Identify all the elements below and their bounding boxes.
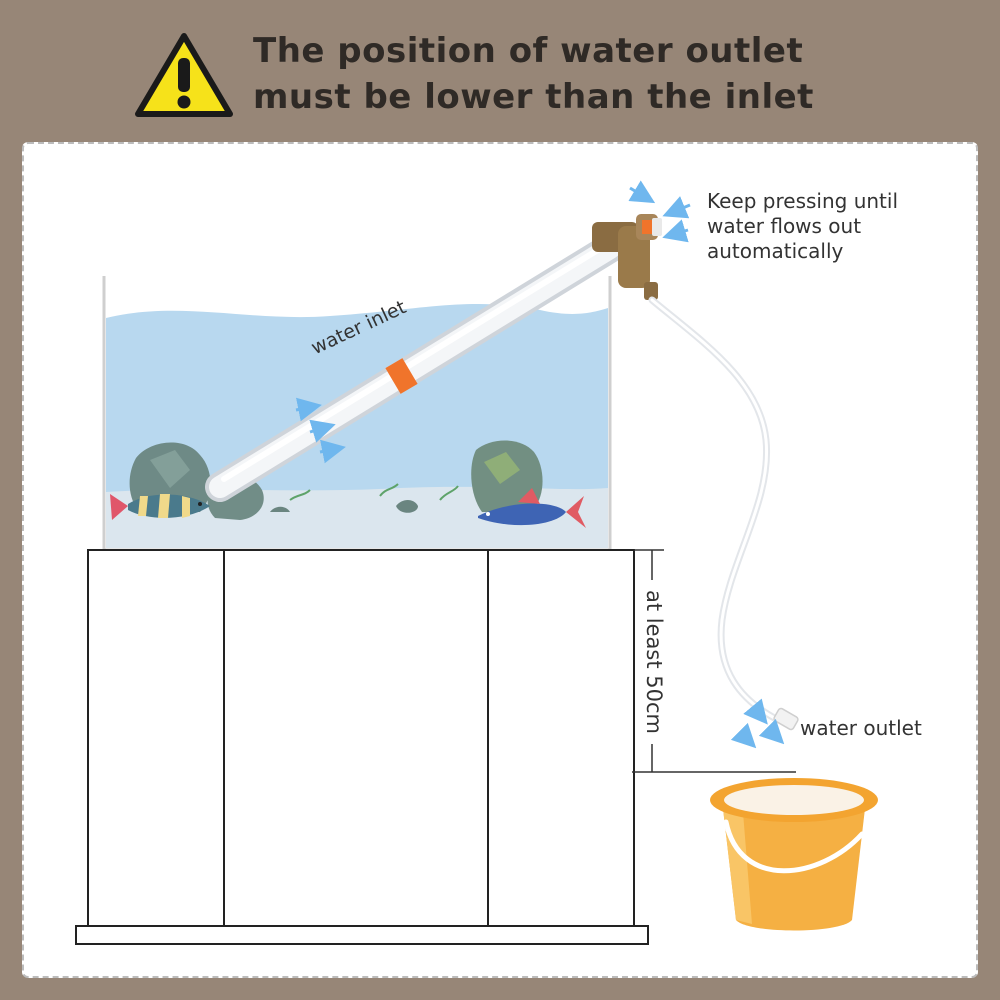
press-arrows bbox=[628, 180, 691, 243]
outlet-hose bbox=[648, 296, 782, 724]
instruction-note: Keep pressing until water flows out auto… bbox=[707, 189, 898, 264]
headline-line-1: The position of water outlet bbox=[253, 31, 804, 71]
bucket bbox=[710, 778, 878, 931]
note-line-1: Keep pressing until bbox=[707, 189, 898, 213]
water-outlet-label: water outlet bbox=[800, 716, 922, 740]
outlet-nozzle bbox=[773, 707, 799, 731]
header: The position of water outlet must be low… bbox=[0, 0, 1000, 140]
height-measurement bbox=[632, 549, 796, 773]
headline-line-2: must be lower than the inlet bbox=[253, 77, 814, 117]
aquarium-rocks bbox=[129, 440, 543, 520]
cabinet bbox=[75, 549, 649, 945]
fish-blue bbox=[478, 488, 586, 528]
siphon-tube bbox=[205, 233, 625, 502]
outlet-arrows bbox=[730, 698, 785, 749]
aquarium-plants bbox=[289, 483, 459, 501]
note-line-3: automatically bbox=[707, 239, 844, 263]
note-line-2: water flows out bbox=[707, 214, 862, 238]
inlet-arrows bbox=[295, 397, 346, 464]
headline: The position of water outlet must be low… bbox=[253, 28, 973, 120]
warning-icon bbox=[135, 33, 233, 117]
pump-head bbox=[592, 214, 662, 300]
fish-striped bbox=[110, 494, 210, 520]
height-label: at least 50cm bbox=[642, 590, 666, 734]
